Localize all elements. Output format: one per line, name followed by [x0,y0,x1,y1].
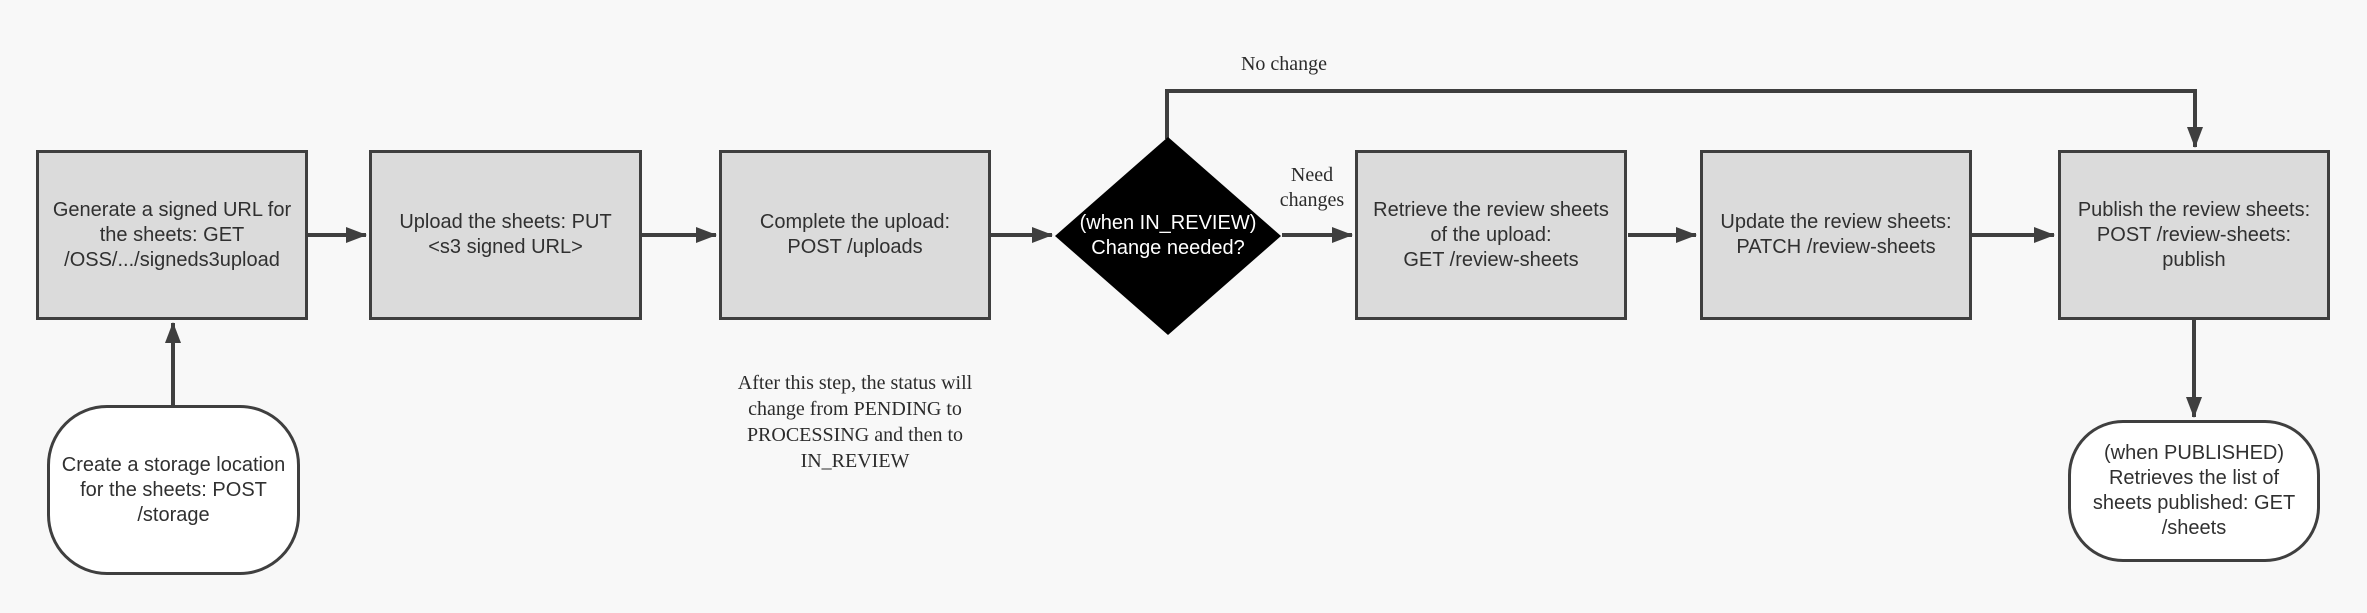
node-upload-sheets-label: Upload the sheets: PUT <s3 signed URL> [399,211,612,258]
node-complete-upload-label: Complete the upload: POST /uploads [759,211,951,258]
node-generate-signed-url: Generate a signed URL for the sheets: GE… [36,150,308,320]
node-change-needed-label: (when IN_REVIEW) Change needed? [1079,212,1257,259]
node-update-review-sheets-label: Update the review sheets: PATCH /review-… [1720,211,1952,258]
node-publish-review-sheets: Publish the review sheets: POST /review-… [2058,150,2330,320]
node-create-storage-label: Create a storage location for the sheets… [61,453,286,526]
edge-label-no-change: No change [1240,53,1328,75]
node-create-storage: Create a storage location for the sheets… [47,405,300,575]
node-retrieve-review-sheets: Retrieve the review sheets of the upload… [1355,150,1627,320]
node-list-published-sheets-label: (when PUBLISHED) Retrieves the list of s… [2092,442,2296,539]
node-update-review-sheets: Update the review sheets: PATCH /review-… [1700,150,1972,320]
node-retrieve-review-sheets-label: Retrieve the review sheets of the upload… [1373,198,1609,271]
node-generate-signed-url-label: Generate a signed URL for the sheets: GE… [52,198,292,271]
edge-label-need-changes: Need changes [1279,164,1345,211]
node-list-published-sheets: (when PUBLISHED) Retrieves the list of s… [2068,420,2320,562]
node-complete-upload: Complete the upload: POST /uploads [719,150,991,320]
status-transition-note: After this step, the status will change … [737,372,973,472]
node-publish-review-sheets-label: Publish the review sheets: POST /review-… [2077,198,2311,271]
arrow-decision-no-change-to-publish [1165,89,2203,148]
node-upload-sheets: Upload the sheets: PUT <s3 signed URL> [369,150,642,320]
